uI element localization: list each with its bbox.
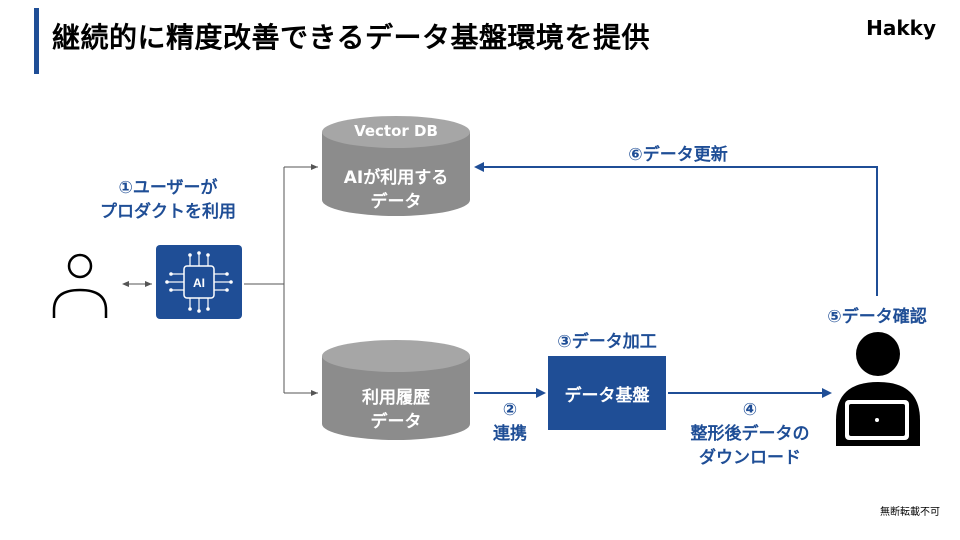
step5-label: ⑤データ確認 <box>827 307 927 327</box>
vector-db-cylinder <box>322 116 470 216</box>
step2-number: ② <box>502 400 518 420</box>
history-db-cylinder <box>322 340 470 440</box>
title-accent-bar <box>34 8 39 74</box>
vector-db-label: AIが利用する データ <box>322 166 470 214</box>
user-icon <box>52 253 108 318</box>
step4-line2: ダウンロード <box>699 448 801 468</box>
history-db-line1: 利用履歴 <box>362 388 430 408</box>
step4-line1: 整形後データの <box>690 424 810 444</box>
data-platform-box: データ基盤 <box>548 356 666 430</box>
page-title: 継続的に精度改善できるデータ基盤環境を提供 <box>52 21 650 54</box>
operator-laptop-icon <box>836 332 920 446</box>
ai-db-connector <box>244 164 318 396</box>
copyright-note: 無断転載不可 <box>880 507 940 518</box>
step2-label: ② 連携 <box>480 398 540 446</box>
vector-db-tag: Vector DB <box>354 122 438 140</box>
data-platform-label: データ基盤 <box>564 385 650 406</box>
user-step-label: ①ユーザーが プロダクトを利用 <box>78 176 258 224</box>
update-arrow <box>474 162 878 296</box>
ai-chip-icon: AI <box>156 245 242 319</box>
step3-label: ③データ加工 <box>557 332 657 352</box>
brand-logo: Hakky <box>866 16 936 40</box>
step2-text: 連携 <box>493 424 527 444</box>
ai-chip-label: AI <box>193 276 205 290</box>
step4-label: ④ 整形後データの ダウンロード <box>668 398 832 470</box>
history-db-line2: データ <box>370 412 422 432</box>
user-step-line2: プロダクトを利用 <box>100 202 236 222</box>
history-db-label: 利用履歴 データ <box>322 386 470 434</box>
step6-label: ⑥データ更新 <box>628 145 728 165</box>
step4-number: ④ <box>742 400 758 420</box>
user-step-line1: ①ユーザーが <box>118 178 218 198</box>
vector-db-line1: AIが利用する <box>343 168 449 188</box>
vector-db-line2: データ <box>370 192 422 212</box>
